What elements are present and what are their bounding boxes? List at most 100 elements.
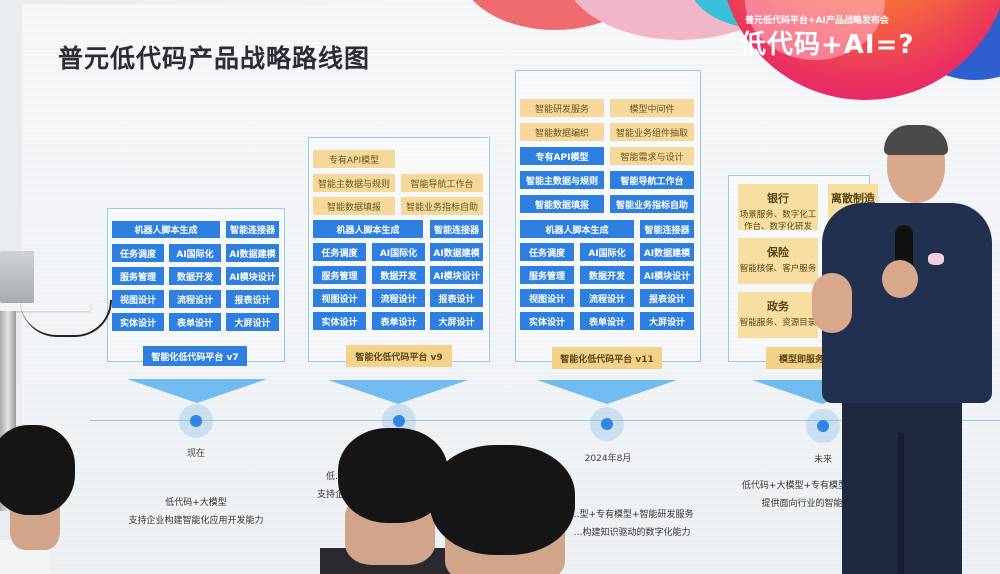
module-cell: AI国际化 bbox=[580, 243, 634, 261]
desc-line: 提供面向行业的智能研…服务 bbox=[761, 499, 879, 509]
industry-desc: 场景服务、数字化工作台、数字化研发 bbox=[739, 210, 817, 232]
module-cell: 实体设计 bbox=[520, 312, 574, 330]
module-cell-ai: 智能数据编织 bbox=[520, 123, 604, 141]
module-cell: 机器人脚本生成 bbox=[112, 221, 220, 238]
module-cell: AI模块设计 bbox=[430, 266, 483, 284]
module-cell-ai: 智能主数据与规则 bbox=[313, 174, 395, 192]
module-cell-ai: 智能数据填报 bbox=[313, 197, 395, 215]
timeline-node bbox=[806, 409, 840, 443]
shirt-logo bbox=[928, 253, 944, 265]
module-cell: 报表设计 bbox=[640, 289, 694, 307]
industry-name: 保险 bbox=[767, 246, 789, 259]
industry-card-bank: 银行 场景服务、数字化工作台、数字化研发 bbox=[738, 184, 818, 232]
module-cell: 流程设计 bbox=[169, 290, 221, 308]
module-cell: 实体设计 bbox=[313, 312, 366, 330]
banner-headline: 低代码+AI=? bbox=[740, 30, 915, 60]
funnel-shape bbox=[537, 380, 677, 404]
desc-line: …构建知识驱动的数字化能力 bbox=[573, 528, 691, 538]
banner-subtitle: 普元低代码平台+AI产品战略发布会 bbox=[745, 16, 889, 26]
desc-line: 支持企业构建智能化应用开发能力 bbox=[128, 516, 264, 526]
module-cell: 任务调度 bbox=[520, 243, 574, 261]
module-cell: 报表设计 bbox=[430, 289, 483, 307]
audience-head bbox=[430, 445, 575, 555]
funnel-shape bbox=[127, 379, 267, 403]
timeline-label-now: 现在 bbox=[186, 449, 206, 459]
desc-line: …型+专有模型+智能研发服务 bbox=[570, 510, 694, 520]
module-cell-ai: 智能需求与设计 bbox=[610, 147, 694, 165]
module-cell: 视图设计 bbox=[112, 290, 164, 308]
module-cell: 智能数据填报 bbox=[520, 195, 604, 213]
module-cell: 服务管理 bbox=[520, 266, 574, 284]
module-cell-ai: 智能导航工作台 bbox=[401, 174, 483, 192]
timeline-node bbox=[179, 404, 213, 438]
module-cell: 视图设计 bbox=[313, 289, 366, 307]
module-cell: 大屏设计 bbox=[226, 313, 279, 331]
audience-head bbox=[0, 425, 75, 515]
desc-line: 低代码+大模型 bbox=[165, 498, 227, 508]
module-cell: AI国际化 bbox=[372, 243, 425, 261]
industry-name: 银行 bbox=[767, 192, 789, 205]
slide-title: 普元低代码产品战略路线图 bbox=[58, 44, 371, 73]
module-cell: AI数据建模 bbox=[226, 244, 279, 262]
module-cell: 表单设计 bbox=[580, 312, 634, 330]
module-cell: 机器人脚本生成 bbox=[520, 220, 634, 238]
industry-card-government: 政务 智能服务、资源目录 bbox=[738, 292, 818, 338]
module-cell: 大屏设计 bbox=[430, 312, 483, 330]
module-cell-ai: 智能业务指标自助 bbox=[401, 197, 483, 215]
module-cell: 智能主数据与规则 bbox=[520, 171, 604, 189]
module-cell: AI数据建模 bbox=[430, 243, 483, 261]
industry-name: 离散制造 bbox=[831, 192, 875, 205]
version-label-v9: 智能化低代码平台 v9 bbox=[346, 345, 452, 367]
laptop bbox=[0, 251, 34, 303]
module-cell: AI模块设计 bbox=[640, 266, 694, 284]
module-cell: 实体设计 bbox=[112, 313, 164, 331]
speaker bbox=[812, 125, 1000, 574]
industry-desc: 智能核保、客户服务 bbox=[739, 264, 817, 274]
module-cell: 智能导航工作台 bbox=[610, 171, 694, 189]
module-cell: 智能业务指标自助 bbox=[610, 195, 694, 213]
module-cell: 智能连接器 bbox=[640, 220, 694, 238]
funnel-shape bbox=[328, 380, 468, 404]
timeline-label-aug-2024: 2024年8月 bbox=[584, 454, 632, 464]
module-cell-ai: 专有API模型 bbox=[313, 150, 395, 168]
module-cell: AI模块设计 bbox=[226, 267, 279, 285]
industry-card-insurance: 保险 智能核保、客户服务 bbox=[738, 238, 818, 284]
industry-desc: 智能服务、资源目录 bbox=[739, 318, 817, 328]
module-cell: 报表设计 bbox=[226, 290, 279, 308]
desc-line: 低代码+大模型+专有模型+智…务+… bbox=[741, 481, 899, 491]
desc-line: 低… bbox=[325, 472, 345, 482]
module-cell: 数据开发 bbox=[372, 266, 425, 284]
module-cell-ai: 智能研发服务 bbox=[520, 99, 604, 117]
version-label-v7: 智能化低代码平台 v7 bbox=[143, 346, 247, 366]
timeline-node bbox=[590, 407, 624, 441]
module-cell: 任务调度 bbox=[313, 243, 366, 261]
speaker-hair bbox=[884, 125, 948, 155]
module-cell: 服务管理 bbox=[112, 267, 164, 285]
module-cell: 视图设计 bbox=[520, 289, 574, 307]
module-cell: 表单设计 bbox=[372, 312, 425, 330]
module-cell: AI国际化 bbox=[169, 244, 221, 262]
module-cell: 任务调度 bbox=[112, 244, 164, 262]
module-cell: 流程设计 bbox=[372, 289, 425, 307]
module-cell: 流程设计 bbox=[580, 289, 634, 307]
stage-description-v9: 低… 支持企… bbox=[317, 468, 353, 504]
speaker-hand bbox=[882, 260, 918, 298]
module-cell: 表单设计 bbox=[169, 313, 221, 331]
industry-name: 政务 bbox=[767, 300, 789, 313]
timeline-label-future: 未来 bbox=[813, 455, 833, 465]
speaker-arm bbox=[812, 273, 852, 333]
audience-head bbox=[338, 428, 448, 523]
module-cell: 机器人脚本生成 bbox=[313, 220, 423, 238]
module-cell: 数据开发 bbox=[169, 267, 221, 285]
module-cell: AI数据建模 bbox=[640, 243, 694, 261]
desc-line: 支持企… bbox=[316, 490, 354, 500]
stage-description-v7: 低代码+大模型 支持企业构建智能化应用开发能力 bbox=[128, 494, 263, 530]
module-cell-ai: 智能业务组件抽取 bbox=[610, 123, 694, 141]
module-cell: 大屏设计 bbox=[640, 312, 694, 330]
version-label-v11: 智能化低代码平台 v11 bbox=[552, 347, 662, 369]
module-cell: 专有API模型 bbox=[520, 147, 604, 165]
module-cell-ai: 模型中间件 bbox=[610, 99, 694, 117]
stage-description-future: 低代码+大模型+专有模型+智…务+… 提供面向行业的智能研…服务 bbox=[742, 477, 898, 513]
module-cell: 智能连接器 bbox=[226, 221, 279, 238]
